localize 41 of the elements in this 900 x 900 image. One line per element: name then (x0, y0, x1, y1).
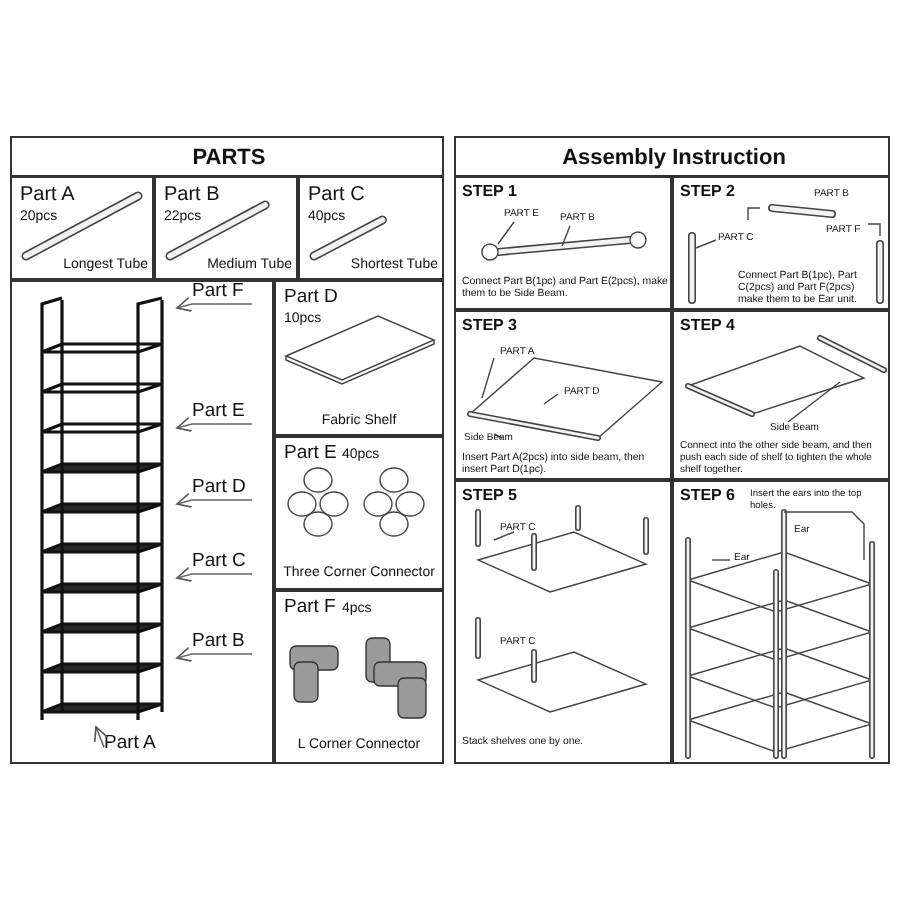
step-cell (672, 176, 890, 310)
step-title: STEP 2 (680, 182, 737, 201)
step-title: STEP 6 (680, 486, 737, 505)
step-cell (454, 480, 672, 764)
part-name: Part F (284, 598, 338, 620)
instruction-panel (454, 136, 890, 764)
callout-label: Part C (192, 552, 252, 574)
leader-line (176, 416, 253, 432)
panel-title: PARTS (190, 146, 268, 172)
part-name: Part B (164, 184, 222, 207)
step-title: STEP 1 (462, 182, 519, 201)
leader-line (93, 726, 109, 748)
part-cell (298, 176, 444, 280)
step-title: STEP 3 (462, 316, 519, 335)
part-cell (274, 590, 444, 764)
panel-title: Assembly Instruction (560, 146, 788, 172)
part-cell (274, 436, 444, 590)
leader-line (176, 566, 253, 582)
leader-line (176, 492, 253, 508)
part-name: Part A (20, 184, 77, 207)
part-name: Part C (308, 184, 367, 207)
step-title: STEP 5 (462, 486, 519, 505)
callout-label: Part B (192, 632, 252, 654)
step-title: STEP 4 (680, 316, 737, 335)
part-cell (274, 280, 444, 436)
step-cell (672, 480, 890, 764)
callout-label: Part F (192, 282, 252, 304)
rack-cell (10, 280, 274, 764)
part-cell (10, 176, 154, 280)
step-cell (454, 310, 672, 480)
callout-label: Part E (192, 402, 252, 424)
part-cell (154, 176, 298, 280)
step-cell (454, 176, 672, 310)
part-name: Part E (284, 444, 339, 466)
leader-line (176, 296, 253, 312)
callout-label: Part D (192, 478, 252, 500)
part-name: Part D (284, 288, 340, 310)
leader-line (176, 646, 253, 662)
parts-panel (10, 136, 444, 764)
step-cell (672, 310, 890, 480)
callout-label: Part A (104, 734, 164, 756)
